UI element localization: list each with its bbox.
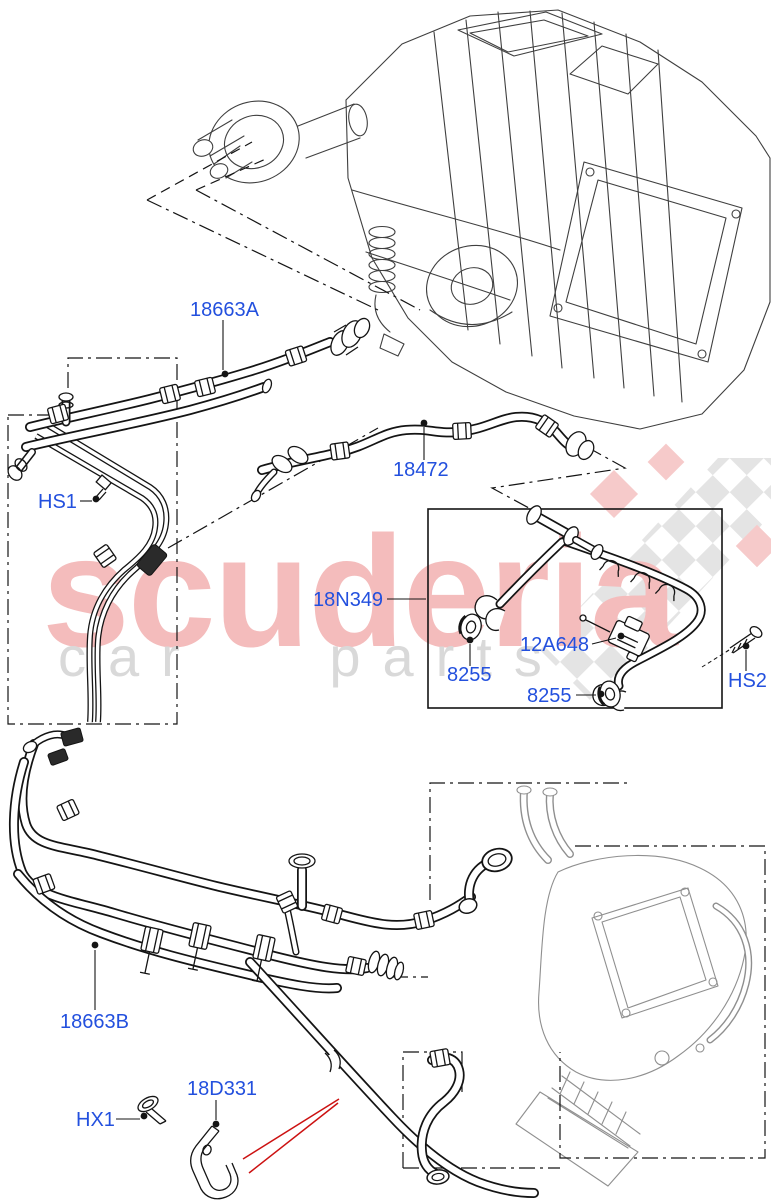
hose-connector xyxy=(330,317,371,356)
part-callout-HS2[interactable]: HS2 xyxy=(728,670,767,692)
detail-box-aux-2 xyxy=(559,845,766,1159)
watermark-tagline-text: car parts xyxy=(58,625,564,688)
part-callouts: 18663A HS1 18472 18N349 12A648 8255 8255… xyxy=(38,299,767,1131)
inset-box-18N349 xyxy=(427,505,763,712)
push-pin-HX1 xyxy=(137,1095,167,1125)
hose-end-cuff xyxy=(565,431,595,461)
part-callout-HS1[interactable]: HS1 xyxy=(38,491,77,513)
hvac-unit-drawing xyxy=(192,9,771,430)
screw-HS2 xyxy=(701,626,763,668)
part-callout-HX1[interactable]: HX1 xyxy=(76,1109,115,1131)
part-callout-18N349[interactable]: 18N349 xyxy=(313,589,383,611)
checkered-flag-pattern xyxy=(540,458,771,705)
checkered-flag-pink-tile xyxy=(647,443,685,481)
auxiliary-heater-drawing xyxy=(515,785,749,1187)
callout-leaders xyxy=(80,320,750,1128)
part-callout-8255-a[interactable]: 8255 xyxy=(447,664,492,686)
part-callout-12A648[interactable]: 12A648 xyxy=(520,634,589,656)
part-callout-18472[interactable]: 18472 xyxy=(393,459,449,481)
part-callout-18663B[interactable]: 18663B xyxy=(60,1011,129,1033)
part-callout-8255-b[interactable]: 8255 xyxy=(527,685,572,707)
watermark: scuderia car parts xyxy=(42,443,771,705)
heater-core-flange xyxy=(192,100,368,184)
checkered-flag-pink-tile xyxy=(589,469,639,519)
fasteners xyxy=(95,474,239,1200)
bolt-HS1 xyxy=(95,474,113,501)
ribbed-hose-end xyxy=(367,950,405,981)
hook-bracket-18D331 xyxy=(189,1125,239,1200)
sensor-12A648 xyxy=(579,614,650,663)
part-callout-18663A[interactable]: 18663A xyxy=(190,299,260,321)
inline-connector xyxy=(271,445,309,474)
detail-box-aux-1 xyxy=(429,782,628,900)
heater-hoses-drawing xyxy=(7,317,595,1193)
part-callout-18D331[interactable]: 18D331 xyxy=(187,1078,257,1100)
red-annotation-lines xyxy=(242,1098,340,1174)
